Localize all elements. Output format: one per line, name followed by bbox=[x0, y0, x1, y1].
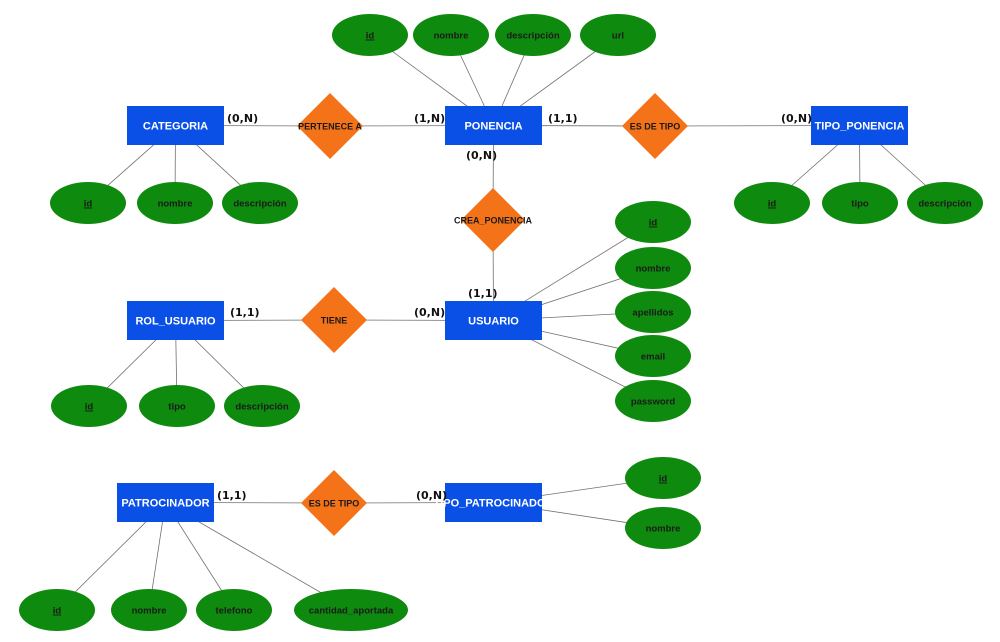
attribute-label: nombre bbox=[158, 199, 193, 210]
relationship-label: PERTENECE A bbox=[298, 122, 362, 132]
attribute-patrocinador-telefono[interactable]: telefono bbox=[196, 589, 272, 631]
cardinality-label: (0,N) bbox=[781, 112, 812, 125]
attribute-label: telefono bbox=[216, 606, 253, 617]
attribute-label: tipo bbox=[851, 199, 869, 210]
attribute-label: id bbox=[366, 31, 375, 42]
attribute-usuario-password[interactable]: password bbox=[615, 380, 691, 422]
cardinality-labels: (0,N) (1,N) (1,1) (0,N) (0,N) (1,1) (1,1) (0,N)… bbox=[217, 112, 812, 502]
cardinality-label: (1,1) bbox=[468, 287, 498, 300]
cardinality-label: (0,N) bbox=[416, 489, 447, 502]
cardinality-label: (1,1) bbox=[217, 489, 247, 502]
entity-label: USUARIO bbox=[468, 316, 519, 328]
attribute-ponencia-id[interactable]: id bbox=[332, 14, 408, 56]
attribute-rol-usuario-descripcion[interactable]: descripción bbox=[224, 385, 300, 427]
relationship-label: CREA_PONENCIA bbox=[454, 216, 533, 226]
relationship-tiene[interactable]: TIENE bbox=[301, 287, 367, 353]
attribute-ponencia-url[interactable]: url bbox=[580, 14, 656, 56]
entity-label: PATROCINADOR bbox=[121, 498, 209, 510]
attribute-label: descripción bbox=[233, 199, 287, 210]
attribute-usuario-apellidos[interactable]: apellidos bbox=[615, 291, 691, 333]
attribute-label: id bbox=[768, 199, 777, 210]
cardinality-label: (0,N) bbox=[414, 306, 445, 319]
entity-label: ROL_USUARIO bbox=[135, 316, 216, 328]
attribute-rol-usuario-id[interactable]: id bbox=[51, 385, 127, 427]
relationship-label: ES DE TIPO bbox=[630, 122, 681, 132]
cardinality-label: (0,N) bbox=[227, 112, 258, 125]
attribute-patrocinador-cantidad[interactable]: cantidad_aportada bbox=[294, 589, 408, 631]
entity-patrocinador[interactable]: PATROCINADOR bbox=[117, 483, 214, 522]
attribute-patrocinador-nombre[interactable]: nombre bbox=[111, 589, 187, 631]
entity-tipo-ponencia[interactable]: TIPO_PONENCIA bbox=[811, 106, 908, 145]
attribute-label: url bbox=[612, 31, 624, 42]
relationship-label: ES DE TIPO bbox=[309, 499, 360, 509]
attribute-usuario-id[interactable]: id bbox=[615, 201, 691, 243]
attribute-usuario-nombre[interactable]: nombre bbox=[615, 247, 691, 289]
attribute-label: id bbox=[53, 606, 62, 617]
entity-ponencia[interactable]: PONENCIA bbox=[445, 106, 542, 145]
diagram-nodes: id nombre descripción url id nombre descripció… bbox=[19, 14, 983, 631]
attribute-tipo-ponencia-descripcion[interactable]: descripción bbox=[907, 182, 983, 224]
entity-rol-usuario[interactable]: ROL_USUARIO bbox=[127, 301, 224, 340]
attribute-label: descripción bbox=[506, 31, 560, 42]
attribute-patrocinador-id[interactable]: id bbox=[19, 589, 95, 631]
attribute-usuario-email[interactable]: email bbox=[615, 335, 691, 377]
relationship-crea-ponencia[interactable]: CREA_PONENCIA bbox=[454, 188, 533, 252]
attribute-label: nombre bbox=[434, 31, 469, 42]
attribute-categoria-id[interactable]: id bbox=[50, 182, 126, 224]
attribute-label: descripción bbox=[918, 199, 972, 210]
attribute-ponencia-descripcion[interactable]: descripción bbox=[495, 14, 571, 56]
attribute-label: id bbox=[649, 218, 658, 229]
entity-label: TIPO_PATROCINADOR bbox=[434, 498, 554, 510]
attribute-label: apellidos bbox=[632, 308, 673, 319]
attribute-label: password bbox=[631, 397, 676, 408]
attribute-rol-usuario-tipo[interactable]: tipo bbox=[139, 385, 215, 427]
attribute-label: nombre bbox=[646, 524, 681, 535]
entity-usuario[interactable]: USUARIO bbox=[445, 301, 542, 340]
attribute-tipo-ponencia-tipo[interactable]: tipo bbox=[822, 182, 898, 224]
cardinality-label: (0,N) bbox=[466, 149, 497, 162]
cardinality-label: (1,N) bbox=[414, 112, 445, 125]
attribute-label: email bbox=[641, 352, 665, 363]
cardinality-label: (1,1) bbox=[548, 112, 578, 125]
attribute-categoria-descripcion[interactable]: descripción bbox=[222, 182, 298, 224]
attribute-label: id bbox=[84, 199, 93, 210]
attribute-label: nombre bbox=[132, 606, 167, 617]
relationship-pertenece-a[interactable]: PERTENECE A bbox=[297, 93, 363, 159]
attribute-categoria-nombre[interactable]: nombre bbox=[137, 182, 213, 224]
entity-tipo-patrocinador[interactable]: TIPO_PATROCINADOR bbox=[434, 483, 554, 522]
attribute-label: descripción bbox=[235, 402, 289, 413]
entity-label: PONENCIA bbox=[464, 121, 522, 133]
relationship-es-de-tipo-ponencia[interactable]: ES DE TIPO bbox=[622, 93, 688, 159]
attribute-ponencia-nombre[interactable]: nombre bbox=[413, 14, 489, 56]
attribute-label: id bbox=[85, 402, 94, 413]
entity-label: TIPO_PONENCIA bbox=[815, 121, 905, 133]
relationship-label: TIENE bbox=[321, 316, 348, 326]
cardinality-label: (1,1) bbox=[230, 306, 260, 319]
relationship-es-de-tipo-patrocinador[interactable]: ES DE TIPO bbox=[301, 470, 367, 536]
attribute-label: tipo bbox=[168, 402, 186, 413]
attribute-label: nombre bbox=[636, 264, 671, 275]
entity-label: CATEGORIA bbox=[143, 121, 208, 133]
attribute-tipo-ponencia-id[interactable]: id bbox=[734, 182, 810, 224]
attribute-tipo-patrocinador-id[interactable]: id bbox=[625, 457, 701, 499]
attribute-label: id bbox=[659, 474, 668, 485]
entity-categoria[interactable]: CATEGORIA bbox=[127, 106, 224, 145]
attribute-label: cantidad_aportada bbox=[309, 606, 394, 617]
attribute-tipo-patrocinador-nombre[interactable]: nombre bbox=[625, 507, 701, 549]
